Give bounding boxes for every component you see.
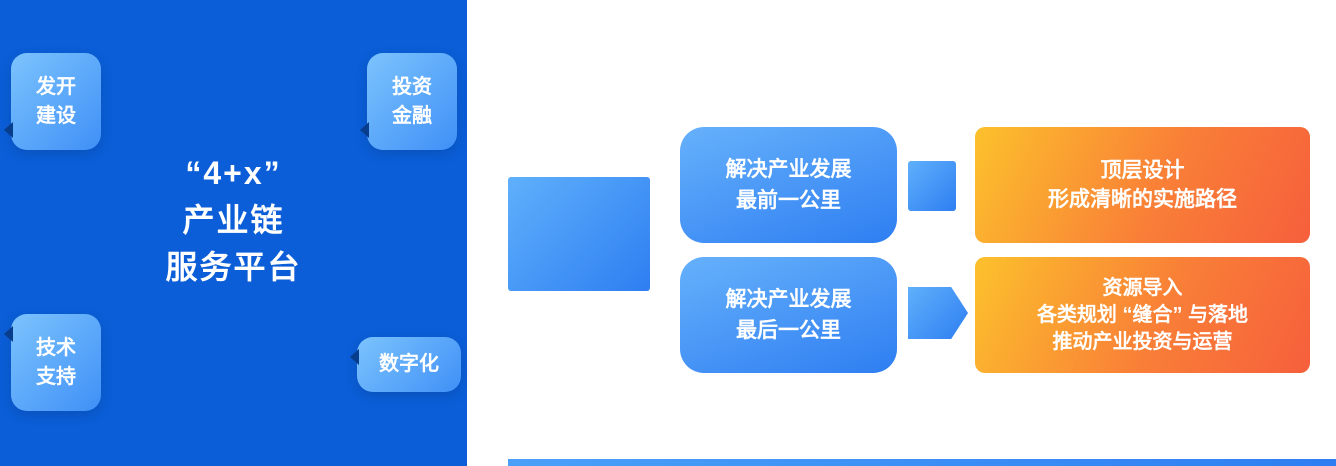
badge-development-construction: 发开 建设 [4, 53, 101, 150]
badge-label-line: 发开 [36, 75, 76, 98]
source-line: 最后一公里 [736, 319, 841, 342]
badge-label-line: 支持 [36, 365, 76, 388]
connector-block-row1 [908, 161, 956, 211]
result-line: 形成清晰的实施路径 [1048, 188, 1237, 211]
badge-label-line: 金融 [392, 104, 432, 127]
badge-investment-finance: 投资 金融 [360, 53, 457, 150]
platform-panel: “4+x” 产业链 服务平台 发开 建设 投资 金融 技术 支持 数字化 [0, 0, 467, 466]
source-line: 解决产业发展 [725, 158, 852, 181]
platform-title-line-3: 服务平台 [165, 249, 302, 285]
badge-label-line: 投资 [392, 75, 432, 98]
flow-result-resource-import: 资源导入 各类规划 “缝合” 与落地 推动产业投资与运营 [975, 257, 1310, 373]
platform-title-line-1: “4+x” [185, 155, 282, 191]
connector-block-main [508, 177, 650, 291]
badge-label-line: 数字化 [379, 353, 439, 375]
badge-label-line: 技术 [36, 336, 76, 359]
badge-digitalization: 数字化 [350, 337, 461, 392]
platform-title-line-2: 产业链 [182, 202, 285, 238]
badge-label-line: 建设 [36, 104, 76, 127]
result-line: 顶层设计 [1100, 159, 1185, 182]
source-line: 最前一公里 [736, 189, 841, 212]
flow-source-last-mile: 解决产业发展 最后一公里 [680, 257, 897, 373]
result-line: 资源导入 [1102, 276, 1183, 299]
result-line: 推动产业投资与运营 [1052, 330, 1233, 353]
platform-title: “4+x” 产业链 服务平台 [0, 150, 467, 291]
badge-technical-support: 技术 支持 [4, 314, 101, 411]
connector-arrow-row2 [908, 287, 968, 339]
bottom-accent-bar [508, 459, 1336, 466]
source-line: 解决产业发展 [725, 288, 852, 311]
flow-source-first-mile: 解决产业发展 最前一公里 [680, 127, 897, 243]
flow-result-top-design: 顶层设计 形成清晰的实施路径 [975, 127, 1310, 243]
result-line: 各类规划 “缝合” 与落地 [1036, 303, 1249, 326]
